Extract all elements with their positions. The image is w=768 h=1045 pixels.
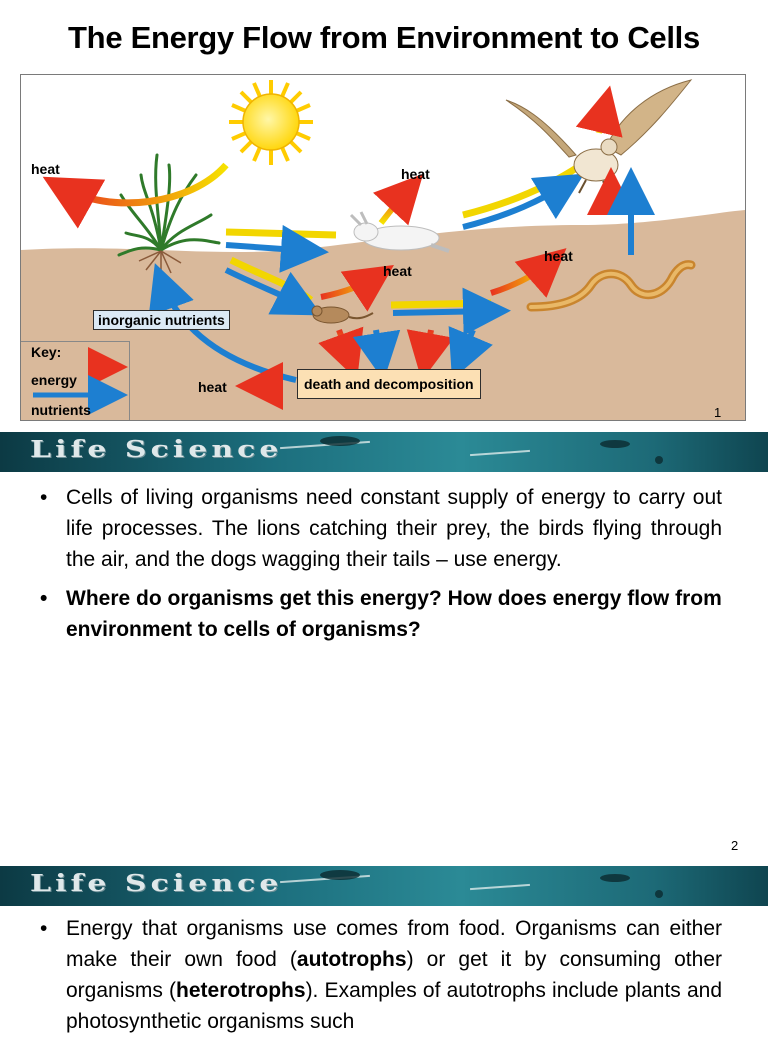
term-autotrophs: autotrophs xyxy=(296,948,407,971)
mouse-icon xyxy=(311,305,374,324)
decomp-nutrient-arrow-1 xyxy=(352,329,401,381)
heat-label-snake: heat xyxy=(544,248,573,264)
bubble-icon xyxy=(655,456,663,464)
heat-label-mouse: heat xyxy=(383,263,412,279)
nutrient-arrow-mouse-snake xyxy=(392,287,511,336)
mouse-heat-arrow xyxy=(320,265,394,312)
hawk-heat-arrow xyxy=(575,85,623,138)
inorganic-nutrients-box: inorganic nutrients xyxy=(93,310,230,330)
nutrient-arrow-plant-mouse xyxy=(224,267,322,316)
life-science-banner-2: Life Science xyxy=(0,866,768,906)
text-run: Energy that organisms use comes from foo… xyxy=(66,917,722,971)
snake-icon xyxy=(526,260,696,312)
fish-icon xyxy=(320,870,360,880)
slide2-bullet-list: Cells of living organisms need constant … xyxy=(40,482,722,653)
rabbit-icon xyxy=(349,211,450,253)
diagram-illustration xyxy=(21,79,745,420)
rabbit-heat-arrow xyxy=(373,173,424,226)
diagram-key: Key: energy nutrients xyxy=(21,341,130,420)
energy-arrow-mouse-snake xyxy=(390,299,492,309)
energy-arrow-plant-rabbit xyxy=(225,228,337,239)
heat-label-rabbit: heat xyxy=(401,166,430,182)
nutrient-arrow-rabbit-hawk xyxy=(462,173,585,230)
fish-icon xyxy=(320,436,360,446)
bullet-item-question: Where do organisms get this energy? How … xyxy=(40,583,722,645)
bullet-item: Energy that organisms use comes from foo… xyxy=(40,913,722,1037)
decomp-energy-arrow-2 xyxy=(406,329,454,381)
nutrient-arrow-plant-rabbit xyxy=(225,224,329,273)
slide-title: The Energy Flow from Environment to Cell… xyxy=(68,20,700,55)
key-title: Key: xyxy=(31,344,62,360)
page-number-2: 2 xyxy=(731,838,739,853)
energy-arrow-rabbit-hawk xyxy=(462,162,583,219)
energy-to-heat-arrow-plant xyxy=(42,162,229,229)
fish-icon xyxy=(600,440,630,448)
decomp-nutrient-arrow-2 xyxy=(448,326,493,380)
text-run: ) or get it by consuming other organisms… xyxy=(66,948,722,1002)
hawk-icon xyxy=(505,79,693,194)
page-number-1: 1 xyxy=(714,405,722,420)
slide3-bullet-list: Energy that organisms use comes from foo… xyxy=(40,913,722,1045)
banner-title: Life Science xyxy=(30,436,283,464)
bubble-icon xyxy=(655,890,663,898)
energy-flow-diagram: heat heat heat heat heat inorganic nutri… xyxy=(20,74,746,421)
banner-title: Life Science xyxy=(30,870,283,898)
death-decomposition-box: death and decomposition xyxy=(297,369,481,399)
life-science-banner-1: Life Science xyxy=(0,432,768,472)
bullet-item: Cells of living organisms need constant … xyxy=(40,482,722,575)
heat-label-plant: heat xyxy=(31,161,60,177)
key-energy-label: energy xyxy=(31,372,77,388)
term-heterotrophs: heterotrophs xyxy=(176,979,306,1002)
sun-icon xyxy=(229,80,313,165)
heat-label-decomposition: heat xyxy=(198,379,227,395)
decomp-energy-arrow-1 xyxy=(318,326,364,380)
snake-heat-arrow xyxy=(490,248,567,298)
key-nutrients-label: nutrients xyxy=(31,402,91,418)
fish-icon xyxy=(600,874,630,882)
